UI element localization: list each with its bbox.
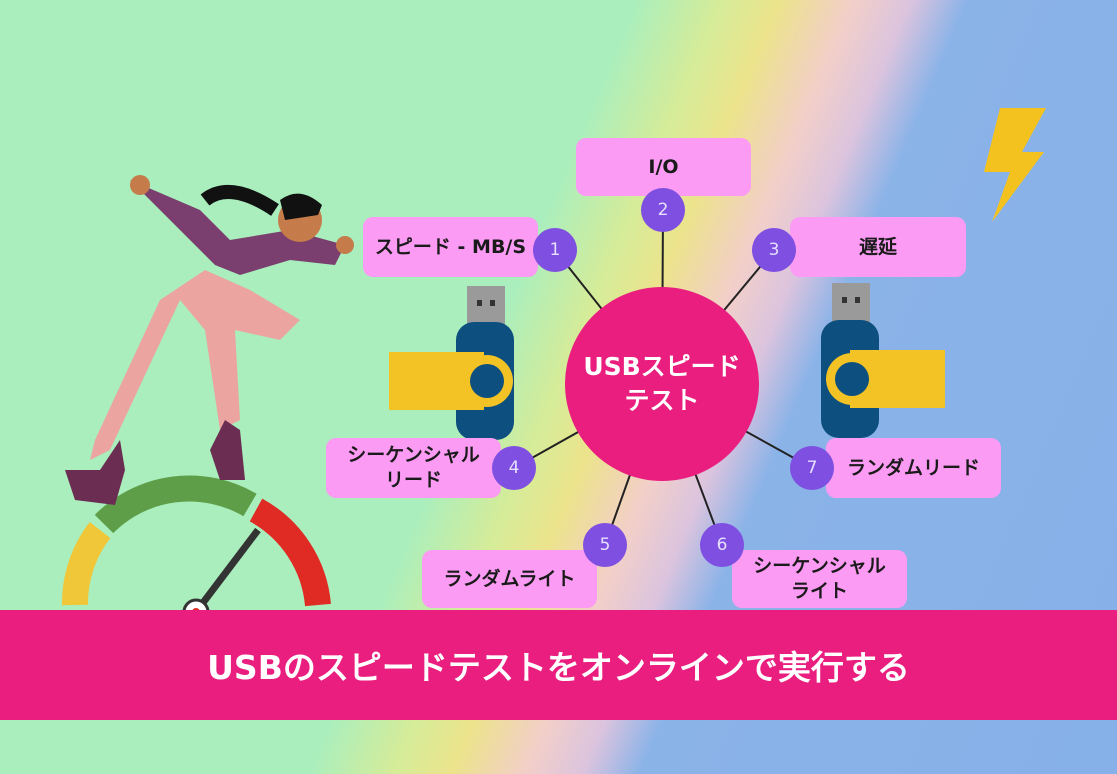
label-io: I/O — [576, 138, 751, 196]
label-text: ランダムライト — [443, 567, 576, 590]
label-sequential-read: シーケンシャルリード — [326, 438, 501, 498]
banner-title: USBのスピードテストをオンラインで実行する — [207, 648, 910, 687]
label-text: スピード - MB/S — [374, 235, 527, 258]
label-random-read: ランダムリード — [826, 438, 1001, 498]
label-text-line2: ライト — [790, 580, 848, 602]
node-number: 5 — [599, 535, 611, 555]
node-number: 1 — [549, 240, 561, 260]
label-sequential-write: シーケンシャルライト — [732, 550, 907, 608]
label-text-line1: シーケンシャル — [347, 444, 480, 466]
label-speed-mbs: スピード - MB/S — [363, 217, 538, 277]
node-1: 1 — [533, 228, 577, 272]
label-text-line1: シーケンシャル — [753, 555, 886, 577]
label-text: I/O — [648, 155, 679, 178]
center-title-line2: テスト — [624, 386, 700, 415]
center-topic-usb-speed-test: USBスピードテスト — [565, 287, 759, 481]
usb-drive-icon-left — [389, 286, 514, 440]
label-text: ランダムリード — [846, 456, 980, 479]
usb-drive-icon-right — [821, 283, 945, 438]
node-2: 2 — [641, 188, 685, 232]
node-number: 3 — [768, 240, 780, 260]
node-number: 6 — [716, 535, 728, 555]
speedometer-icon — [62, 475, 331, 626]
runner-illustration — [65, 175, 354, 505]
title-banner: USBのスピードテストをオンラインで実行する — [0, 610, 1117, 720]
node-5: 5 — [583, 523, 627, 567]
node-7: 7 — [790, 446, 834, 490]
node-4: 4 — [492, 446, 536, 490]
lightning-icon — [984, 108, 1046, 222]
label-random-write: ランダムライト — [422, 550, 597, 608]
node-number: 2 — [657, 200, 669, 220]
center-title-line1: USBスピード — [583, 352, 741, 381]
label-text: 遅延 — [858, 235, 897, 258]
node-number: 4 — [508, 458, 520, 478]
node-6: 6 — [700, 523, 744, 567]
node-3: 3 — [752, 228, 796, 272]
node-number: 7 — [806, 458, 818, 478]
label-text-line2: リード — [384, 469, 442, 491]
label-latency: 遅延 — [790, 217, 966, 277]
